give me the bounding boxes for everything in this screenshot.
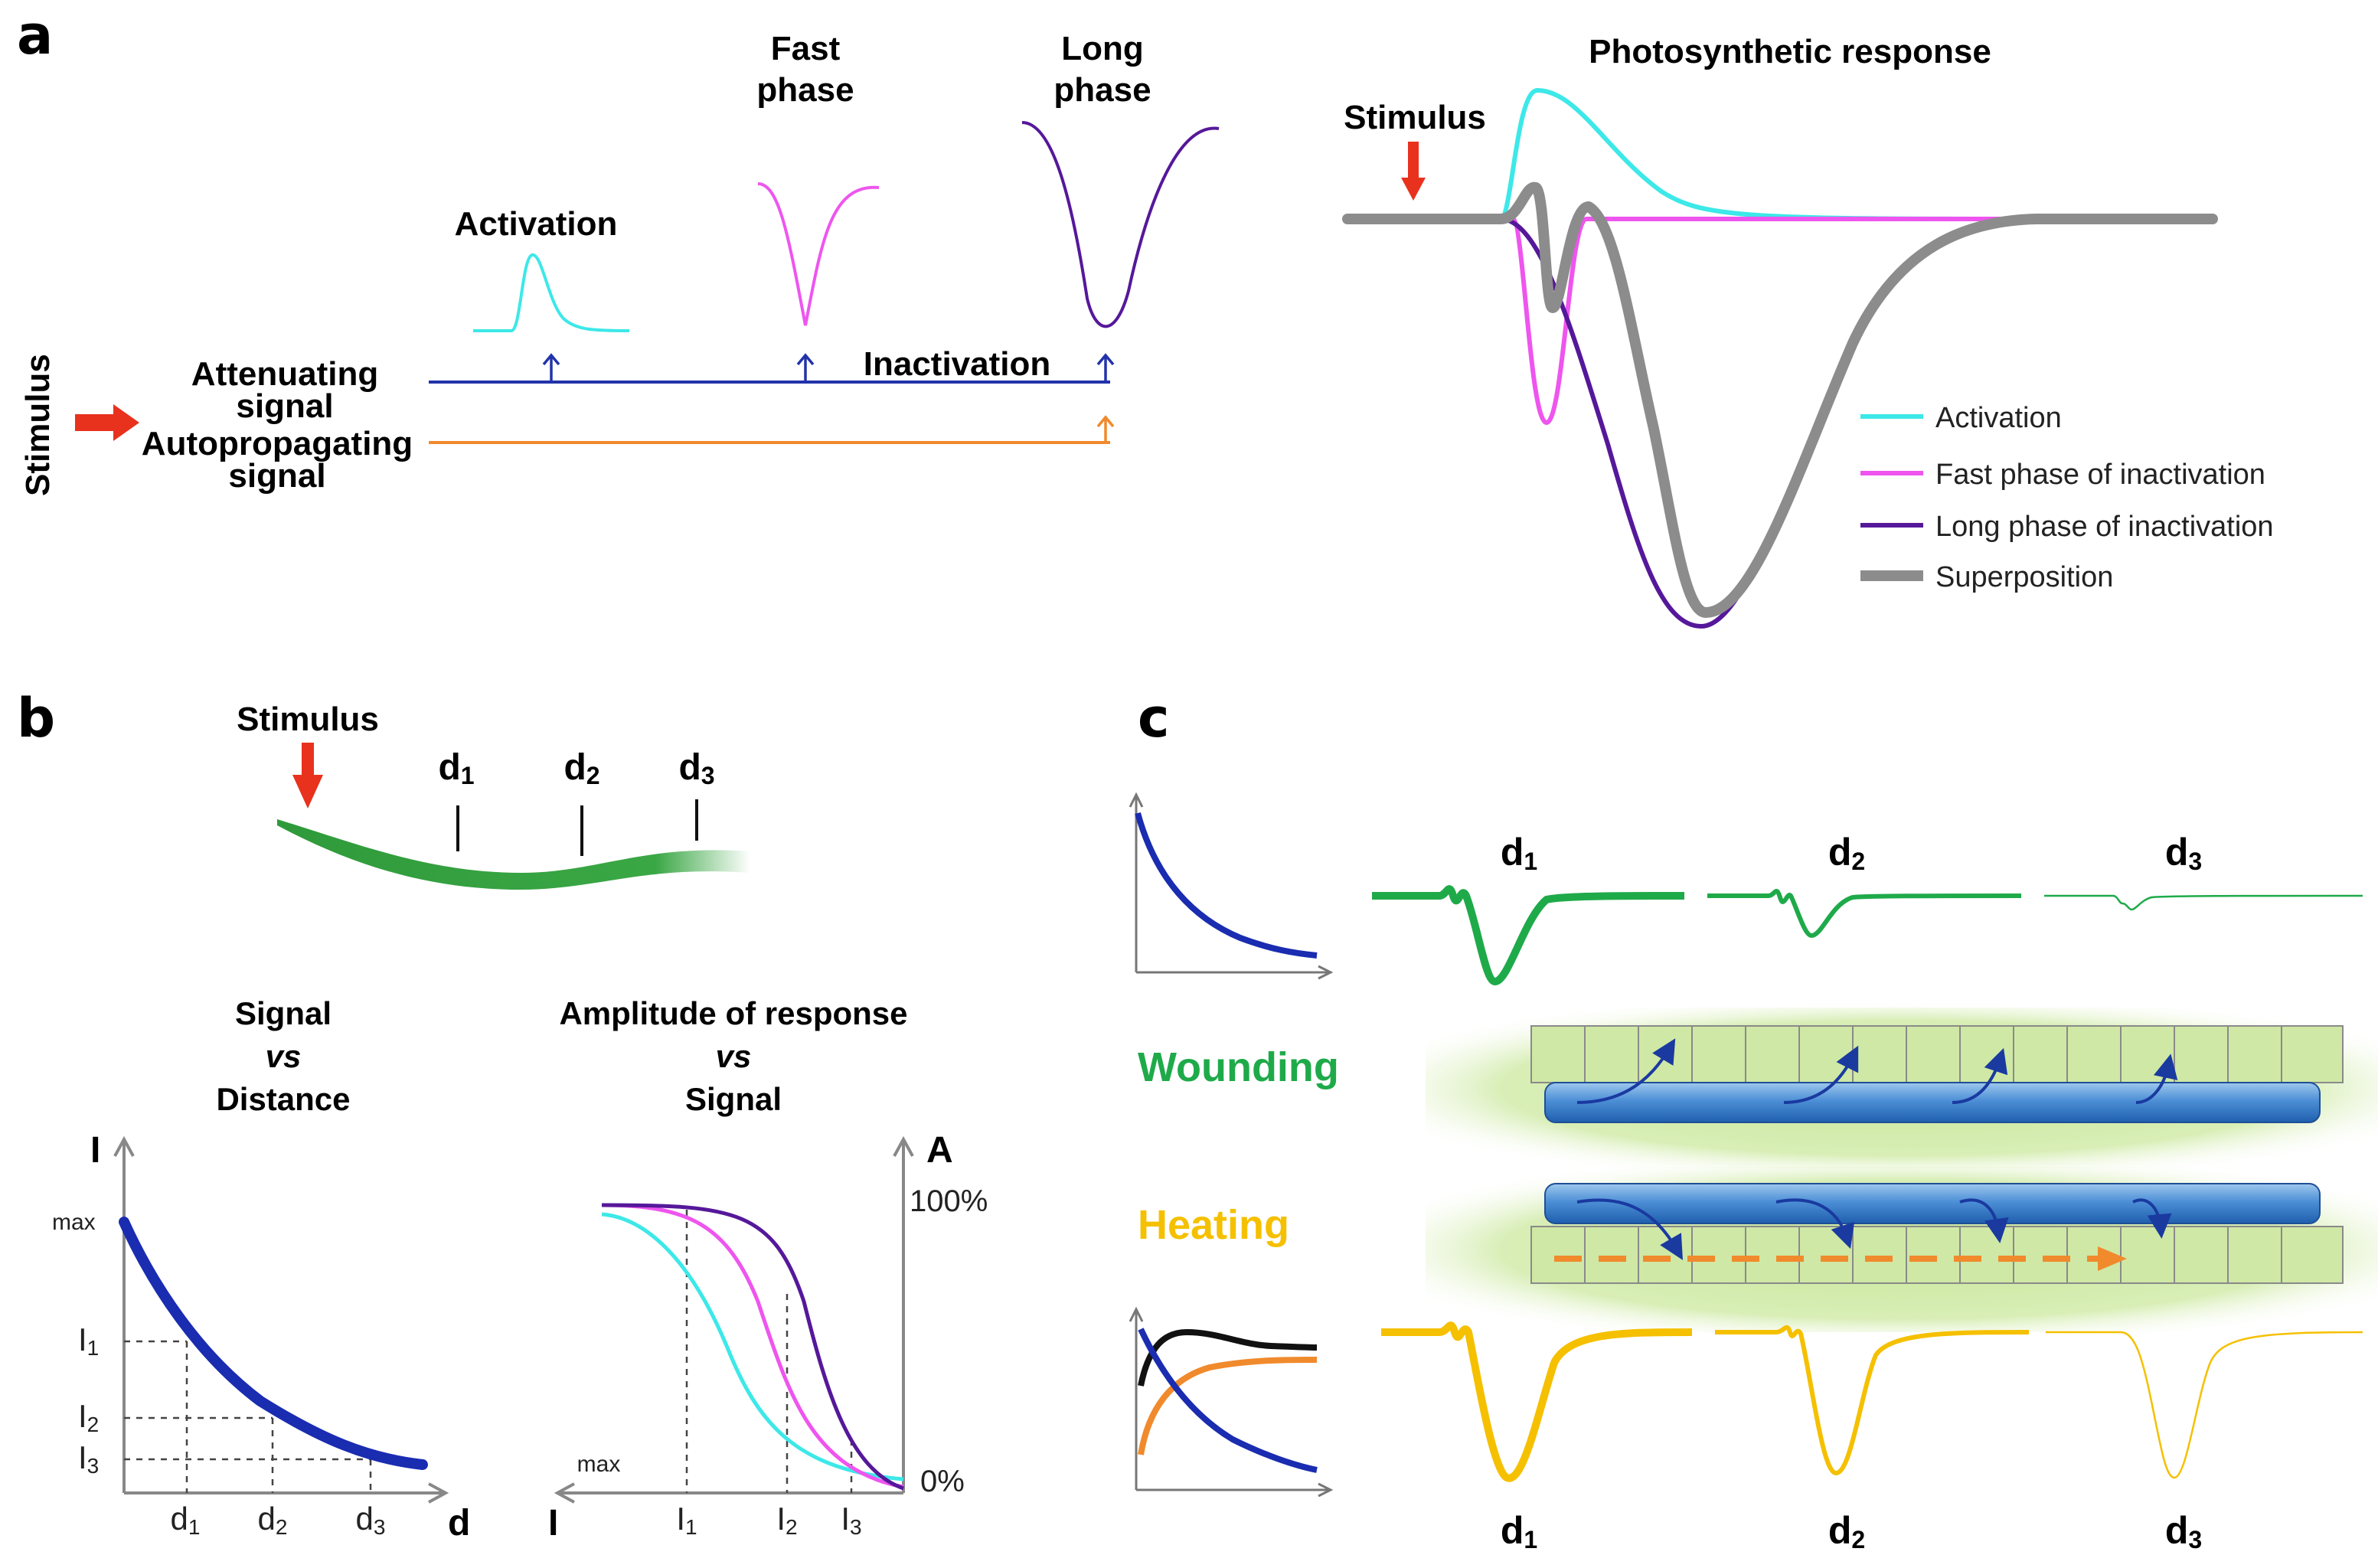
heating-trace-d3 <box>2046 1331 2363 1479</box>
panel-c: c Wounding Heating d1 d2 d3 <box>1129 687 2378 1553</box>
photo-stimulus-arrow <box>1401 142 1426 201</box>
wounding-tissue-schematic <box>1426 1008 2378 1168</box>
wounding-d1: d1 <box>1501 831 1537 875</box>
fast-phase-curve <box>1347 217 2006 426</box>
panel-letter-c: c <box>1138 687 1170 750</box>
fast-phase-curve-small <box>757 182 880 326</box>
leaf-vein <box>277 819 750 890</box>
stimulus-arrow-a <box>75 404 139 441</box>
long-phase-curve-small <box>1021 121 1220 328</box>
wounding-arrows <box>1576 1038 2178 1104</box>
legend-fast-phase: Fast phase of inactivation <box>1935 459 2265 491</box>
stimulus-label-a: Stimulus <box>19 354 57 496</box>
right-x-axis-label: I <box>548 1503 558 1544</box>
stimulus-arrow-b <box>292 743 323 808</box>
autopropagating-label-2: signal <box>228 457 325 495</box>
heating-trace-d2 <box>1715 1325 2030 1476</box>
left-i2-label: I2 <box>78 1398 99 1436</box>
heating-trace-d1 <box>1381 1321 1693 1482</box>
wounding-label: Wounding <box>1138 1044 1339 1090</box>
fast-phase-title-2: phase <box>756 71 854 109</box>
right-max-label: max <box>577 1452 621 1477</box>
signal-decay-curve <box>119 1217 428 1470</box>
panel-letter-b: b <box>17 687 55 750</box>
left-title-2: vs <box>266 1038 302 1074</box>
marker-d2: d2 <box>563 747 599 789</box>
photo-legend: Activation Fast phase of inactivation Lo… <box>1860 402 2274 593</box>
right-title-3: Signal <box>685 1081 782 1117</box>
left-max-label: max <box>52 1210 96 1235</box>
response-curve-activation <box>601 1212 904 1481</box>
pct-0-label: 0% <box>920 1465 965 1498</box>
activation-curve-small <box>473 253 630 332</box>
right-dashed-guides <box>685 1210 853 1493</box>
left-title-3: Distance <box>216 1081 350 1117</box>
left-title-1: Signal <box>235 995 332 1031</box>
right-i1-tick: I1 <box>676 1501 697 1539</box>
distance-markers <box>456 799 698 856</box>
long-phase-title-1: Long <box>1061 30 1144 67</box>
left-d1-tick: d1 <box>171 1501 201 1539</box>
heating-mini-axes <box>1129 1306 1334 1498</box>
right-y-axis-label: A <box>926 1130 953 1171</box>
left-d2-tick: d2 <box>258 1501 288 1539</box>
marker-d3: d3 <box>678 747 714 789</box>
marker-d1: d1 <box>438 747 474 789</box>
activation-curve <box>1347 87 2007 221</box>
activation-title: Activation <box>455 205 618 243</box>
fast-phase-title-1: Fast <box>771 30 841 67</box>
left-d3-tick: d3 <box>356 1501 386 1539</box>
left-i1-label: I1 <box>78 1321 99 1360</box>
left-dashed-guides <box>124 1340 372 1493</box>
legend-long-phase: Long phase of inactivation <box>1935 511 2274 543</box>
photo-stimulus-label: Stimulus <box>1344 99 1486 136</box>
heating-label: Heating <box>1138 1202 1289 1248</box>
pct-100-label: 100% <box>910 1184 988 1218</box>
wounding-mini-axes <box>1129 792 1334 980</box>
panel-letter-a: a <box>17 4 53 67</box>
response-curve-fast <box>601 1203 904 1489</box>
heating-d2: d2 <box>1828 1509 1865 1553</box>
stimulus-label-b: Stimulus <box>237 701 379 738</box>
right-title-2: vs <box>716 1038 752 1074</box>
wounding-trace-d2 <box>1707 888 2022 939</box>
wounding-d2: d2 <box>1828 831 1865 875</box>
heating-mini-curve-black <box>1138 1328 1318 1387</box>
panel-a: a Stimulus Attenuating signal Autopropag… <box>17 4 2274 629</box>
autopropagating-label-1: Autopropagating <box>142 425 413 462</box>
attenuating-label-1: Attenuating <box>191 355 378 393</box>
photosynthetic-response-title: Photosynthetic response <box>1589 33 1991 70</box>
heating-d3: d3 <box>2165 1509 2202 1553</box>
right-i2-tick: I2 <box>776 1501 797 1539</box>
inactivation-label: Inactivation <box>864 345 1051 383</box>
legend-activation: Activation <box>1935 402 2062 434</box>
legend-superposition: Superposition <box>1935 561 2113 593</box>
heating-arrows <box>1576 1198 2172 1260</box>
right-title-1: Amplitude of response <box>559 995 907 1031</box>
right-i3-tick: I3 <box>841 1501 861 1539</box>
wounding-mini-curve <box>1135 812 1318 959</box>
heating-mini-curve-orange <box>1138 1357 1318 1455</box>
response-curve-long <box>601 1203 904 1491</box>
wounding-trace-d1 <box>1372 885 1685 985</box>
superposition-curve <box>1342 181 2218 618</box>
heating-d1: d1 <box>1501 1509 1537 1553</box>
left-i3-label: I3 <box>78 1439 99 1478</box>
heating-mini-curve-blue <box>1138 1328 1318 1473</box>
heating-tissue-schematic <box>1426 1167 2378 1332</box>
amplitude-signal-axes <box>554 1135 914 1504</box>
long-phase-title-2: phase <box>1053 71 1151 109</box>
wounding-trace-d3 <box>2044 894 2363 911</box>
panel-b: b Stimulus d1 d2 d3 Signal vs Distance A… <box>17 687 988 1544</box>
signal-distance-axes <box>113 1135 449 1504</box>
wounding-d3: d3 <box>2165 831 2202 875</box>
attenuating-label-2: signal <box>236 387 333 425</box>
left-y-axis-label: I <box>90 1130 100 1171</box>
left-x-axis-label: d <box>448 1503 470 1544</box>
signal-ticks <box>542 353 1115 441</box>
